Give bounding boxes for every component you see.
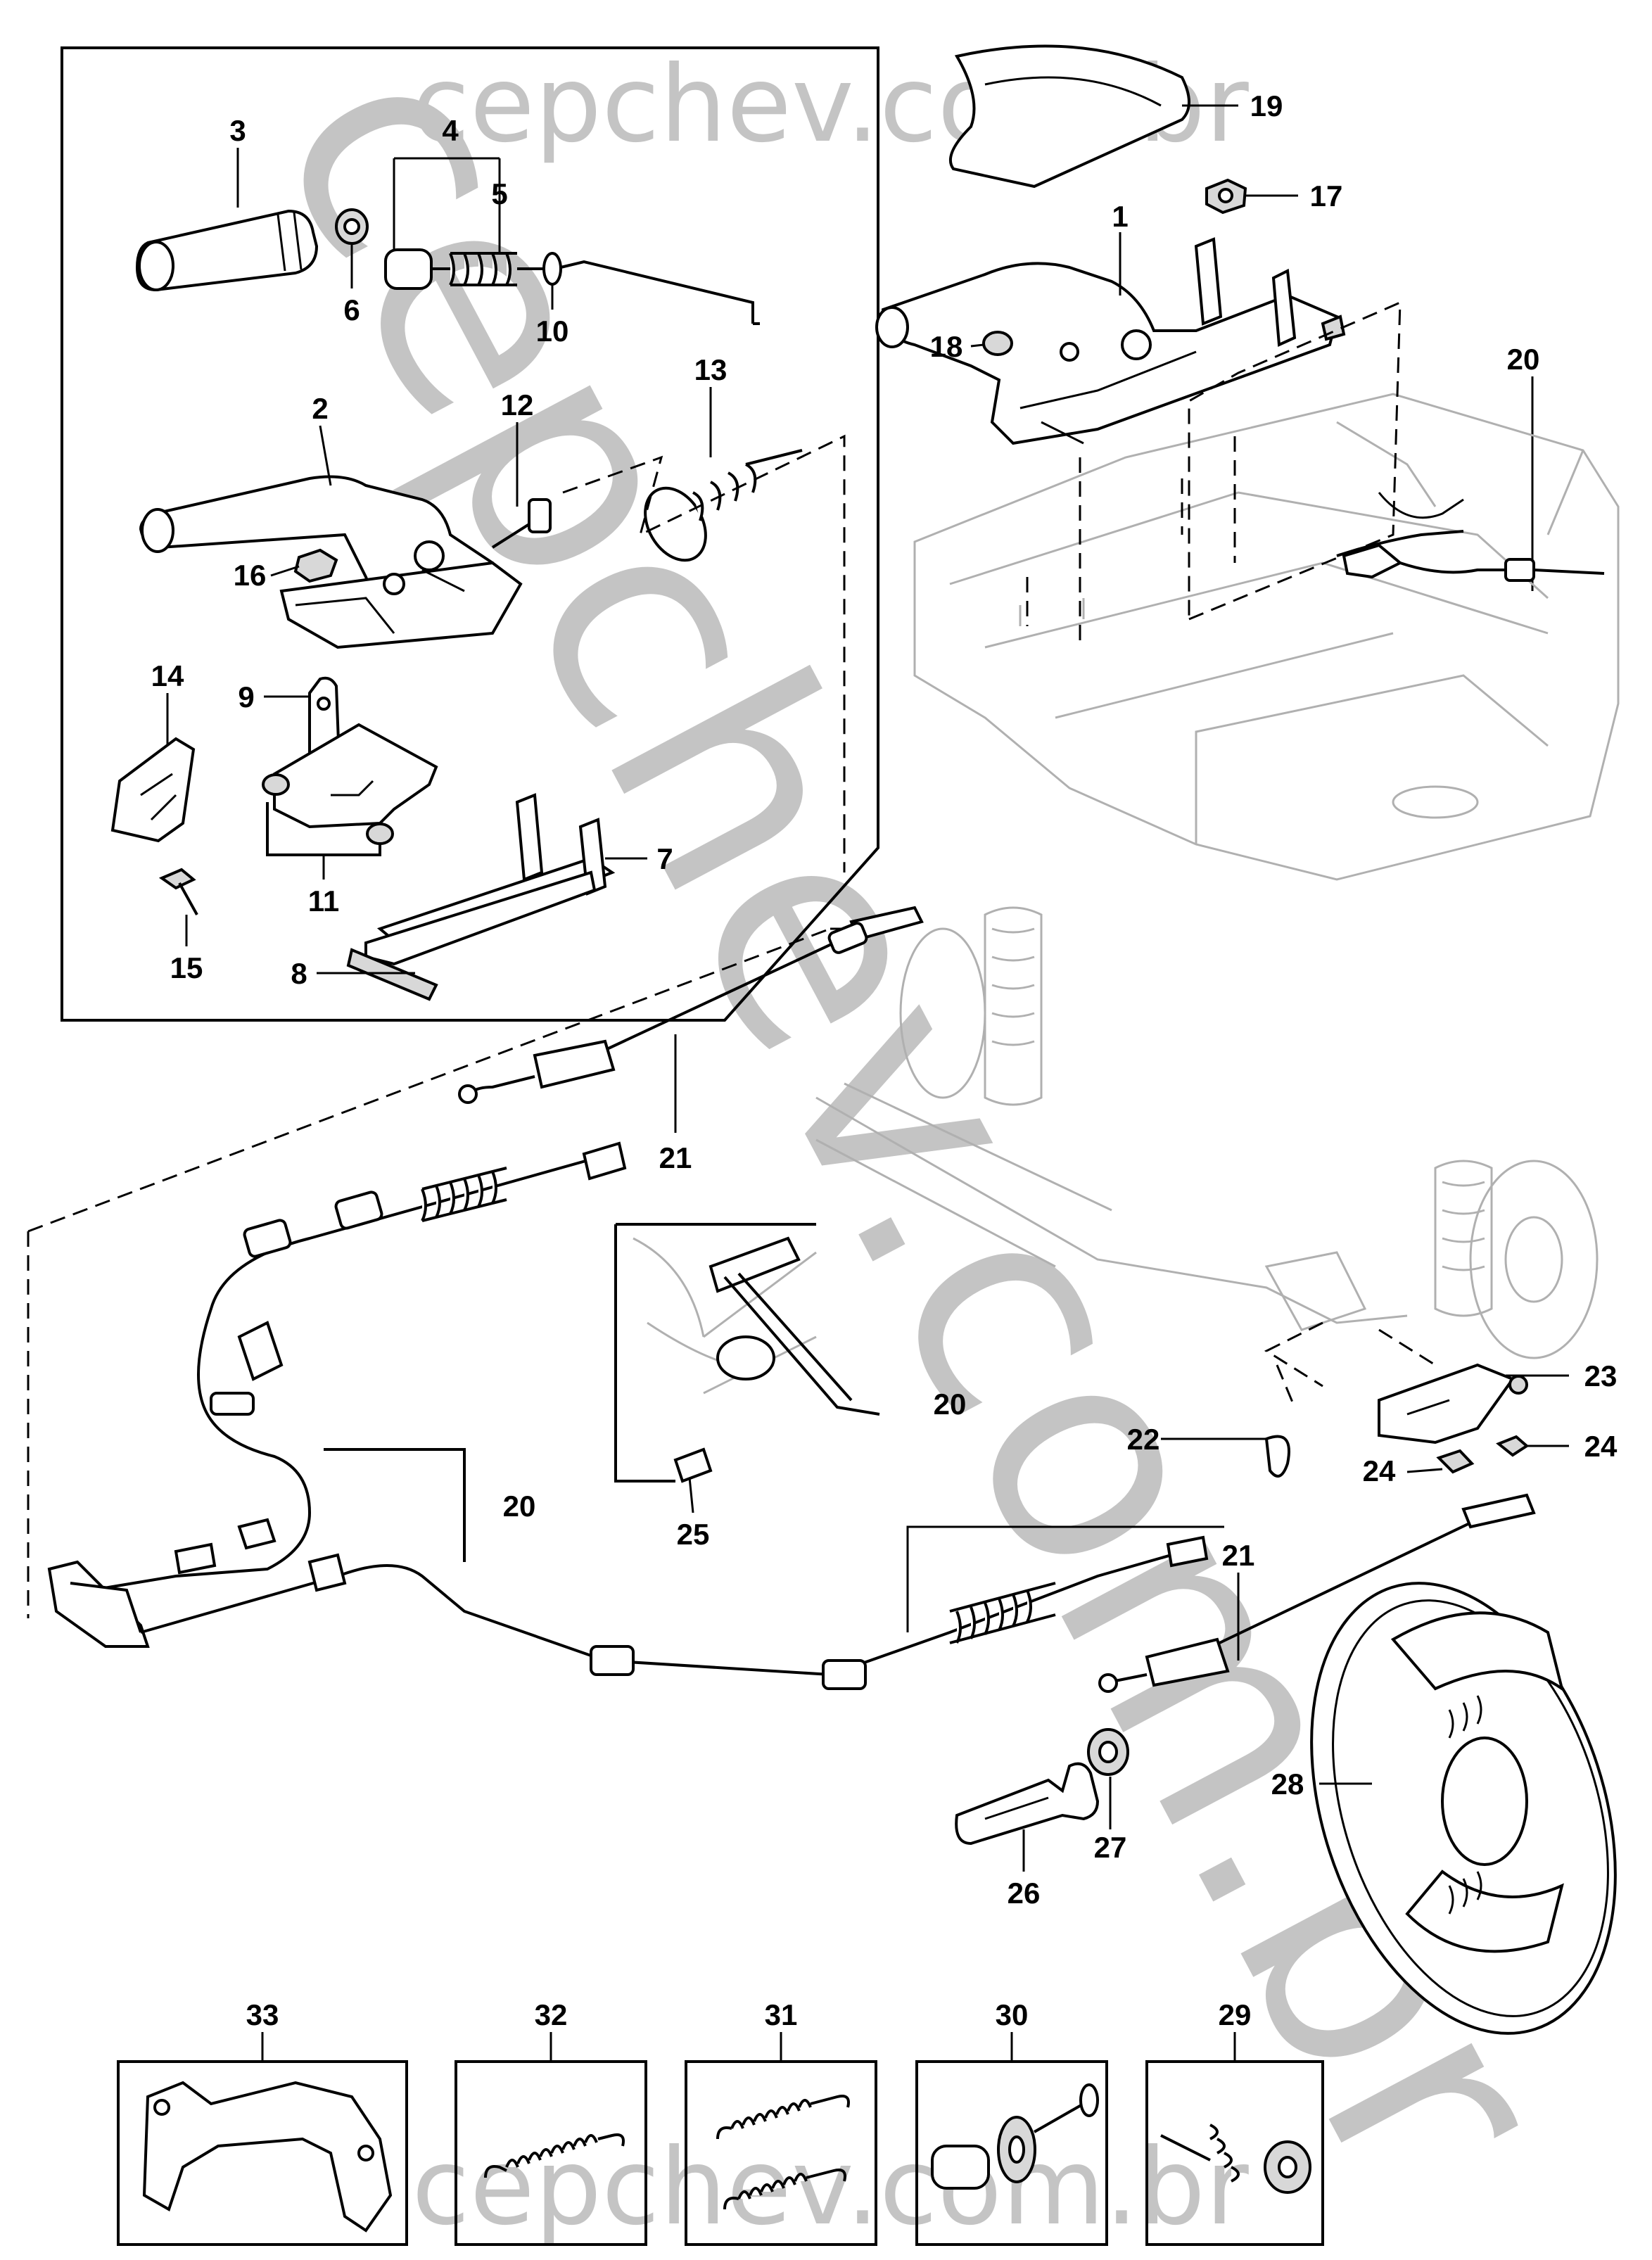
bolt-24-left — [1406, 1449, 1475, 1474]
screw-15 — [158, 868, 198, 915]
callout-6: 6 — [343, 293, 360, 326]
boot-13 — [644, 449, 803, 562]
cable-20-upper — [1336, 492, 1605, 582]
washer-27 — [1087, 1728, 1129, 1829]
callout-22: 22 — [1127, 1423, 1160, 1456]
kit-box-33 — [117, 2032, 408, 2246]
callout-13: 13 — [694, 353, 727, 386]
bracket-23 — [1378, 1363, 1569, 1445]
callout-20-left: 20 — [503, 1490, 536, 1523]
rear-axle-ghost — [815, 906, 1599, 1388]
base-plate-7 — [364, 793, 616, 966]
upper-left-frame — [61, 46, 879, 1022]
nut-17 — [1205, 178, 1298, 215]
cable-20-main — [91, 1141, 627, 1592]
callout-33: 33 — [246, 1998, 279, 2031]
cable-20-right-branch — [140, 1525, 1224, 1690]
kit-box-32 — [455, 2032, 647, 2246]
break-line-left — [562, 434, 846, 872]
leaders-upper-left — [166, 148, 712, 975]
cable-21-upper — [458, 906, 924, 1133]
callout-1: 1 — [1112, 200, 1128, 233]
bolt-12 — [491, 498, 552, 549]
leaders-upper-right — [1119, 232, 1534, 591]
callout-18: 18 — [930, 330, 963, 363]
callout-17: 17 — [1310, 179, 1343, 212]
kit-box-31 — [685, 2032, 877, 2246]
callout-numbers: 1 2 3 4 5 6 7 8 9 10 11 12 13 14 15 16 1… — [151, 89, 1618, 2031]
bushing-18 — [970, 331, 1013, 356]
callout-3: 3 — [229, 114, 246, 147]
watermark-bottom: cepchev.com.br — [412, 2126, 1249, 2249]
lever-assembly-1 — [875, 237, 1346, 445]
inset-underbody-view — [614, 1223, 880, 1513]
callout-24-left: 24 — [1363, 1454, 1396, 1487]
callout-26: 26 — [1008, 1877, 1041, 1910]
callout-2: 2 — [312, 392, 328, 425]
callout-10: 10 — [536, 315, 569, 348]
clip-14 — [110, 737, 196, 843]
callout-9: 9 — [238, 680, 254, 713]
callout-11: 11 — [308, 884, 339, 918]
callout-16: 16 — [234, 559, 267, 592]
callout-4: 4 — [442, 114, 459, 147]
adjuster-26 — [955, 1762, 1100, 1846]
bolt-24-right — [1496, 1435, 1569, 1457]
callout-20-top: 20 — [1507, 343, 1540, 376]
vehicle-floor-ghost — [913, 393, 1620, 881]
drum-brake-28 — [1310, 1582, 1617, 2035]
cable-21-lower — [1098, 1493, 1536, 1693]
kit-box-29 — [1145, 2032, 1324, 2246]
equalizer-bracket — [47, 1560, 150, 1648]
callout-32: 32 — [535, 1998, 568, 2031]
cover-19 — [949, 44, 1238, 189]
callout-14: 14 — [151, 659, 184, 692]
callout-25: 25 — [677, 1518, 710, 1551]
nut-16 — [293, 548, 338, 583]
clip-22 — [1161, 1364, 1296, 1478]
plug-6 — [335, 208, 369, 245]
callout-29: 29 — [1219, 1998, 1252, 2031]
callout-31: 31 — [765, 1998, 798, 2031]
callout-23: 23 — [1584, 1359, 1618, 1392]
lever-2 — [139, 475, 523, 649]
callout-21-upper: 21 — [659, 1141, 692, 1174]
callout-27: 27 — [1094, 1831, 1127, 1864]
callout-24-right: 24 — [1584, 1430, 1618, 1463]
callout-7: 7 — [656, 842, 673, 875]
floor-mount-studs — [1026, 300, 1402, 640]
release-button-rod — [384, 248, 760, 325]
callout-5: 5 — [491, 177, 507, 210]
callout-28: 28 — [1271, 1767, 1304, 1801]
callout-20-inset: 20 — [934, 1388, 967, 1421]
callout-30: 30 — [996, 1998, 1029, 2031]
callout-21-lower: 21 — [1222, 1539, 1255, 1572]
callout-15: 15 — [170, 951, 203, 984]
grip-3 — [135, 209, 319, 292]
callout-12: 12 — [501, 388, 534, 421]
callout-8: 8 — [291, 957, 307, 990]
callout-19: 19 — [1250, 89, 1283, 122]
plate-11 — [262, 723, 438, 856]
kit-box-30 — [915, 2032, 1108, 2246]
